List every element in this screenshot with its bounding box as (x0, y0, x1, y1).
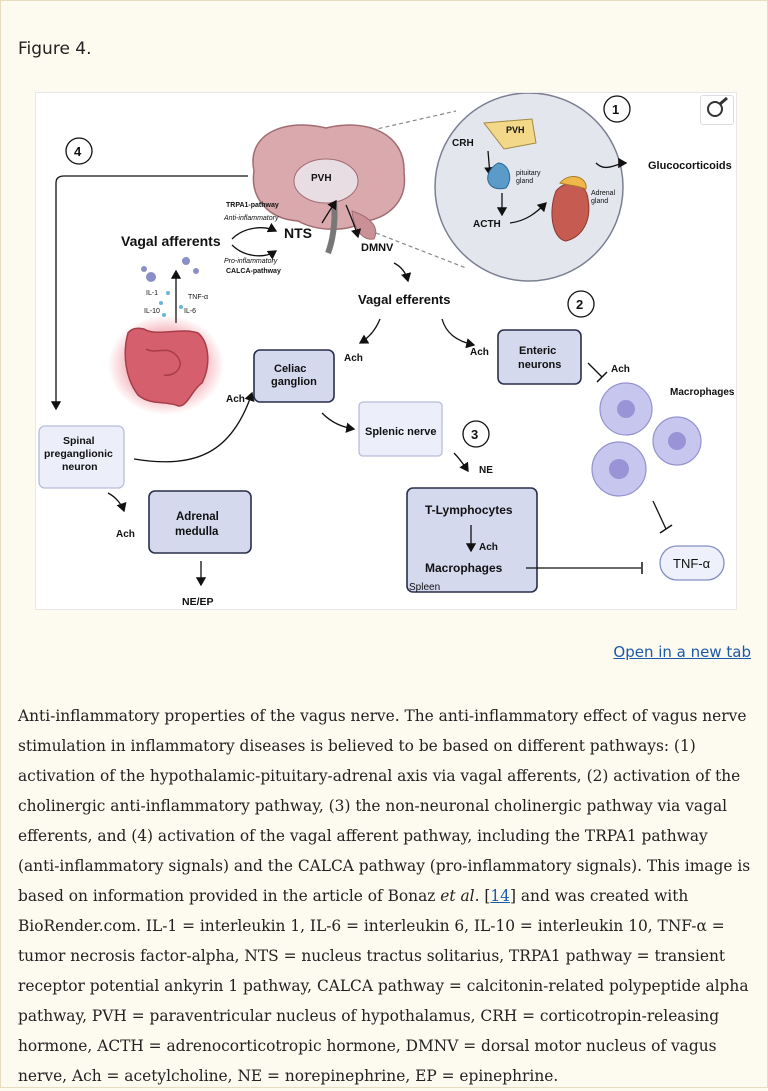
nts-label: NTS (284, 225, 312, 241)
trpa1-label: TRPA1-pathway (226, 202, 279, 209)
neurons-label: neurons (518, 359, 561, 371)
marker-3 (462, 420, 490, 448)
pvh-inset-label: PVH (506, 125, 525, 135)
magnify-button[interactable] (700, 95, 734, 125)
figure-label: Figure 4. (18, 39, 92, 59)
splenic-nerve-box (358, 401, 443, 457)
ach-label-adrenal: Ach (116, 529, 135, 540)
dmnv-label: DMNV (361, 242, 394, 254)
adrenal-medulla-label: Adrenal (176, 511, 219, 523)
marker-4 (65, 137, 93, 165)
cytokines (141, 257, 199, 317)
spinal-preganglionic-box (38, 425, 125, 489)
ach-label-spleen: Ach (479, 542, 498, 553)
marker-1-label: 1 (612, 102, 619, 117)
marker-2-label: 2 (576, 297, 583, 312)
t-lymphocytes-label: T-Lymphocytes (425, 503, 513, 517)
medulla-label: medulla (175, 526, 219, 538)
spinal-label: Spinal (63, 435, 95, 447)
open-in-new-tab-link[interactable]: Open in a new tab (613, 643, 751, 661)
splenic-nerve-label: Splenic nerve (365, 426, 437, 438)
marker-2 (567, 290, 595, 318)
ach-label-enteric: Ach (470, 347, 489, 358)
ganglion-label: ganglion (271, 376, 317, 388)
caption-etal: et al (440, 887, 475, 905)
magnify-icon (707, 96, 728, 117)
ne-label: NE (479, 465, 493, 476)
caption-text-3: ] and was created with BioRender.com. IL… (18, 887, 749, 1085)
pvh-brain-label: PVH (311, 173, 332, 184)
calca-label: CALCA-pathway (226, 268, 281, 275)
pituitary-label: pituitary (516, 170, 541, 177)
spleen-label: Spleen (409, 582, 440, 593)
caption-text-1: Anti-inflammatory properties of the vagu… (18, 707, 751, 905)
intestine (124, 327, 209, 407)
adrenal-gland-label: Adrenal (591, 190, 616, 197)
marker-1 (603, 95, 631, 123)
enteric-neurons-box (497, 329, 582, 385)
acth-label: ACTH (473, 219, 501, 230)
neuron-label: neuron (62, 461, 98, 473)
tnf-alpha-box (659, 545, 725, 581)
anti-inflammatory-label: Anti-inflammatory (223, 215, 279, 222)
marker-4-label: 4 (74, 144, 82, 159)
spleen-box (406, 487, 538, 593)
ach-label-macrophages: Ach (611, 364, 630, 375)
ach-label-celiac: Ach (344, 353, 363, 364)
il1-label: IL-1 (146, 290, 158, 297)
tnf-alpha-label: TNF-α (673, 556, 711, 571)
macrophages-label: Macrophages (670, 387, 735, 398)
ach-label-spinal: Ach (226, 394, 245, 405)
reference-link[interactable]: 14 (490, 887, 510, 905)
vagus-diagram: PVH PVH CRH pituitary gland ACTH Adrenal… (38, 93, 735, 608)
preganglionic-label: preganglionic (44, 448, 113, 460)
adrenal-gland-label-2: gland (591, 198, 608, 205)
macrophages-spleen-label: Macrophages (425, 561, 503, 575)
il10-label: IL-10 (144, 308, 160, 315)
pro-inflammatory-label: Pro-inflammatory (224, 258, 278, 265)
celiac-ganglion-box (253, 349, 335, 403)
glucocorticoids-label: Glucocorticoids (648, 160, 732, 172)
figure-caption: Anti-inflammatory properties of the vagu… (18, 701, 752, 1091)
tnfa-small-label: TNF-α (188, 294, 208, 301)
marker-3-label: 3 (471, 427, 478, 442)
ne-ep-label: NE/EP (182, 596, 214, 608)
caption-text-2: . [ (474, 887, 491, 905)
vagal-afferents-label: Vagal afferents (121, 233, 221, 249)
pituitary-label-2: gland (516, 178, 533, 185)
crh-label: CRH (452, 138, 474, 149)
il6-label: IL-6 (184, 308, 196, 315)
figure-image[interactable]: PVH PVH CRH pituitary gland ACTH Adrenal… (35, 92, 737, 610)
celiac-label: Celiac (274, 363, 306, 375)
vagal-efferents-label: Vagal efferents (358, 292, 451, 307)
adrenal-medulla-box (148, 490, 252, 554)
enteric-label: Enteric (519, 345, 556, 357)
